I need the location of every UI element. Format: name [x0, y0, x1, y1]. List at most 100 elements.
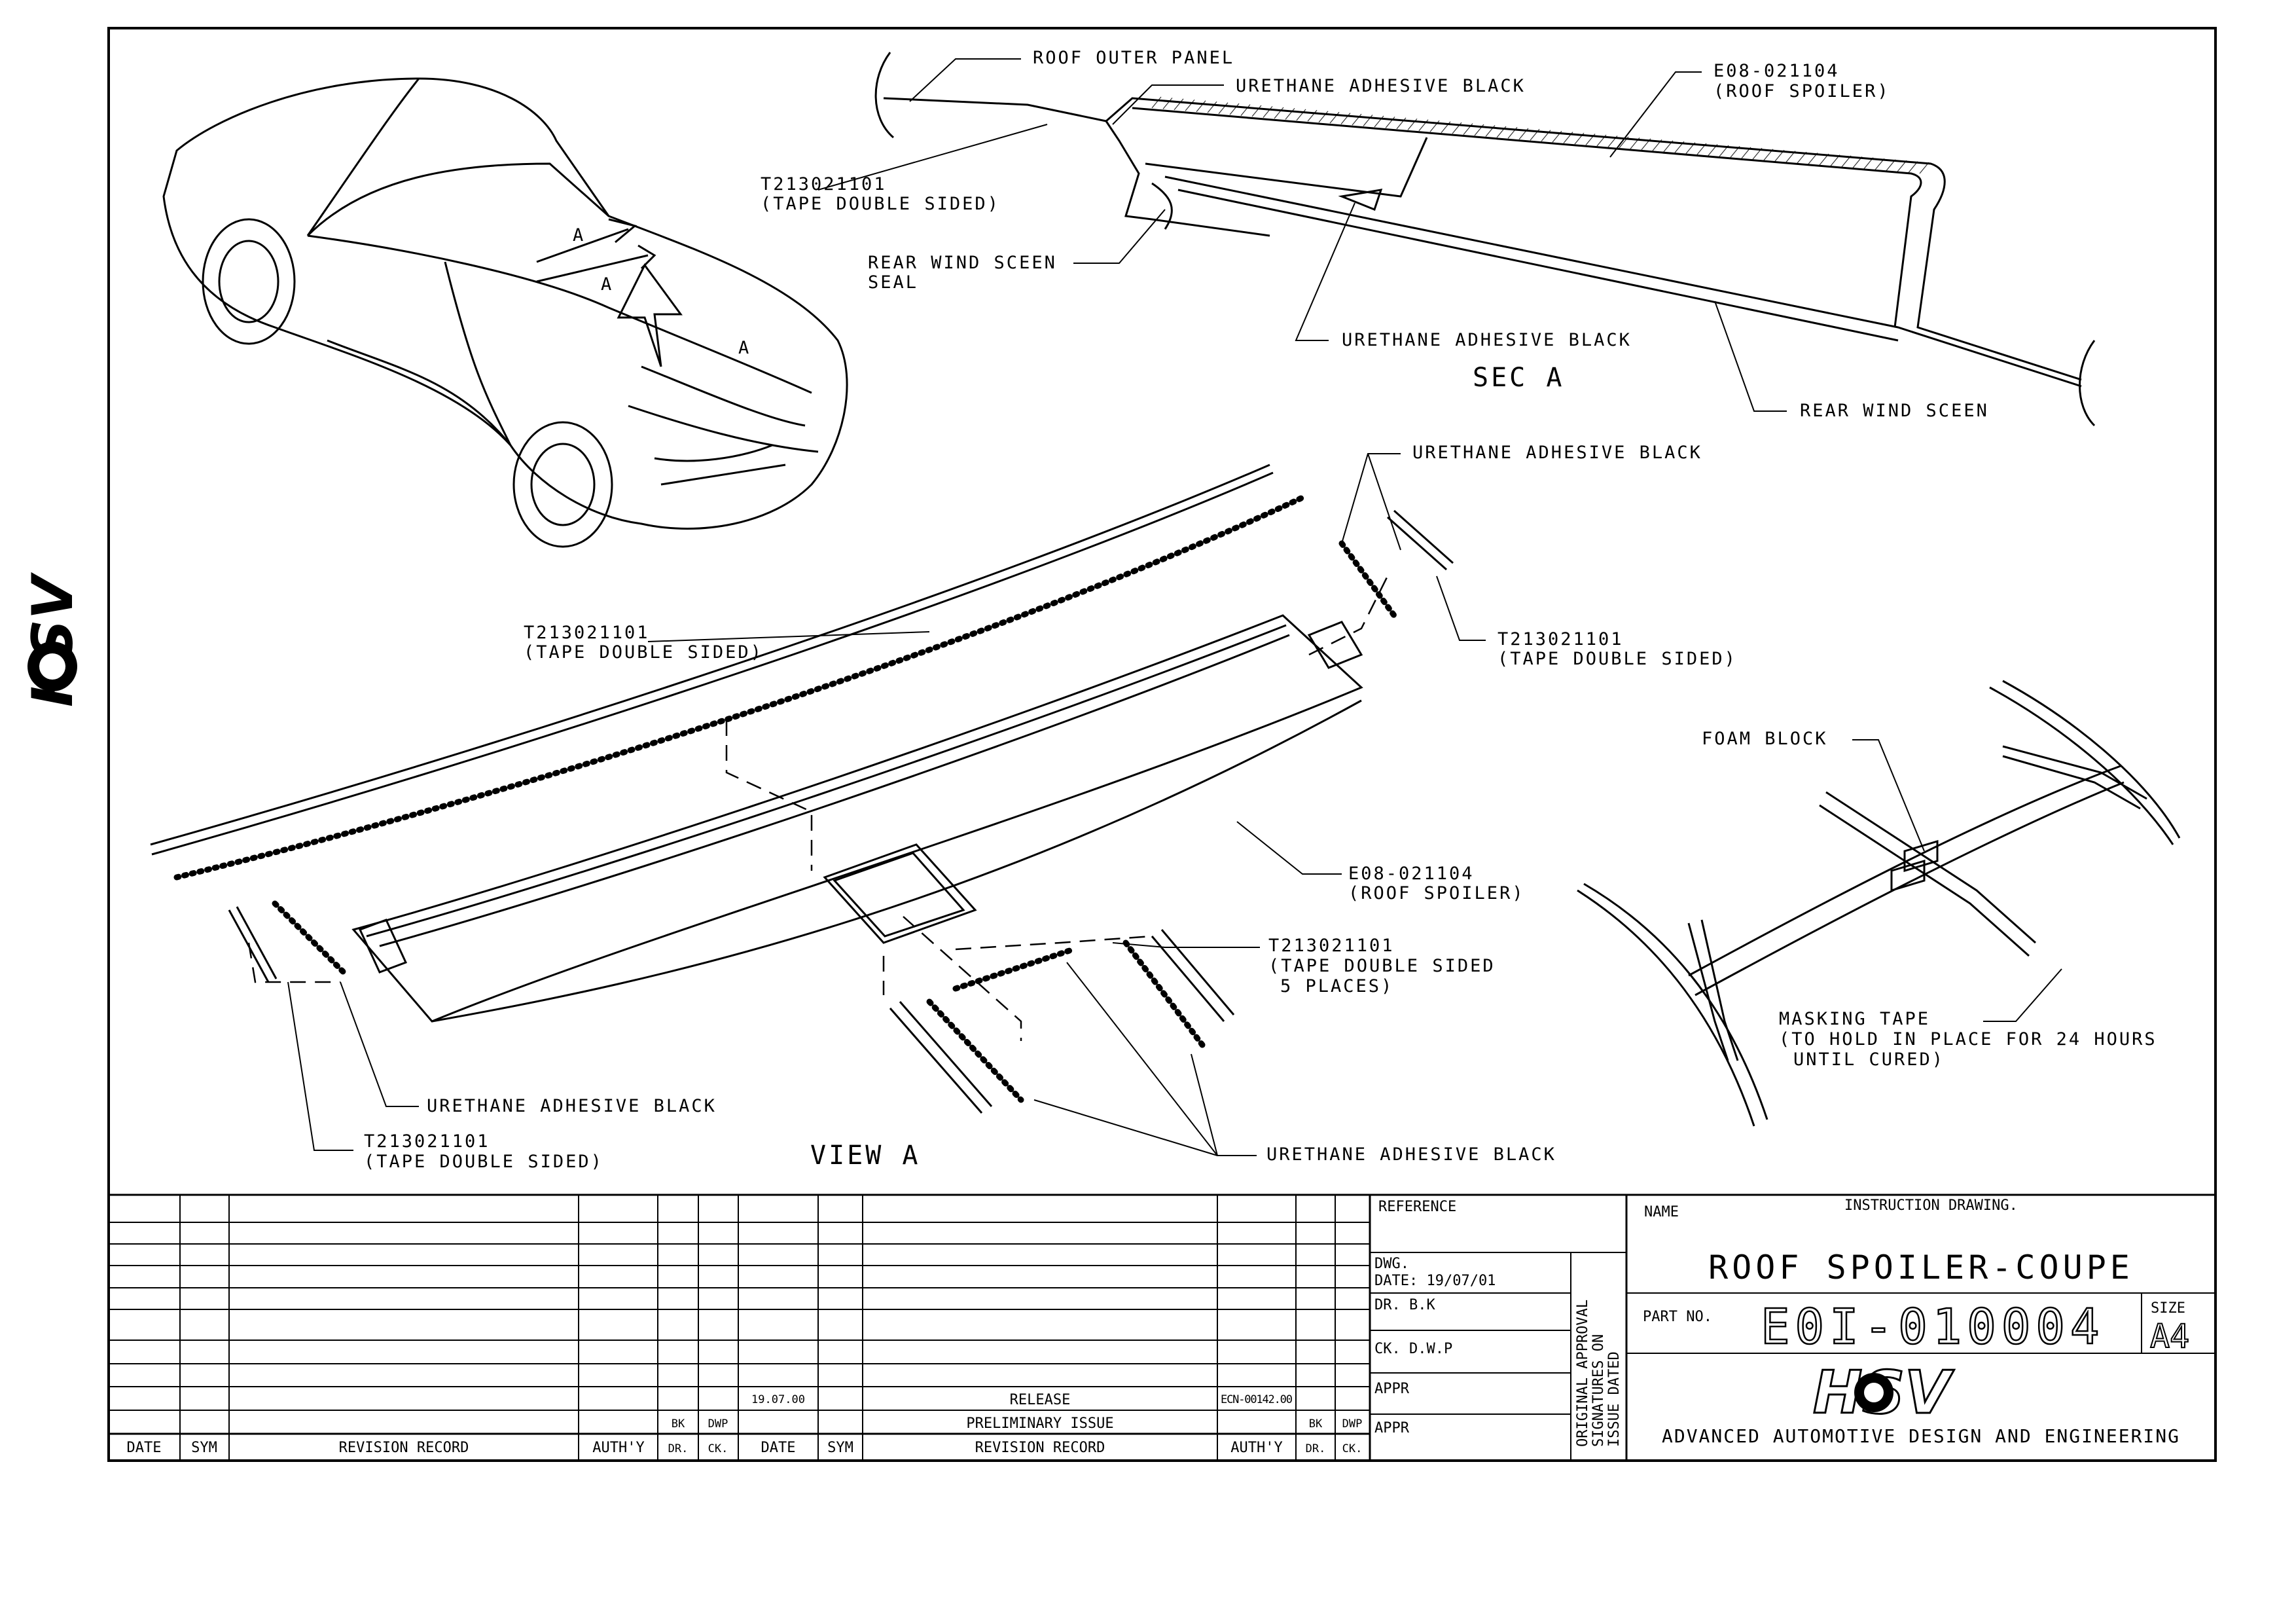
label-view-tape-right-desc: (TAPE DOUBLE SIDED): [1498, 649, 1737, 669]
hatch-line: [1863, 157, 1874, 170]
tb-checked: CK. D.W.P: [1374, 1341, 1452, 1357]
car-isometric-view: [162, 77, 848, 548]
label-seal-line2: SEAL: [868, 272, 918, 293]
hatch-line: [1185, 99, 1195, 111]
hatch-line: [1652, 139, 1662, 151]
label-sec-tape-part: T213021101: [761, 174, 887, 194]
tb-name-label: NAME: [1644, 1204, 1679, 1220]
car-section-label-a: A: [738, 338, 751, 358]
rev-prelim-dr-left: BK: [672, 1417, 685, 1431]
rev-header-dr-right: DR.: [1306, 1442, 1326, 1455]
hatch-line: [1452, 122, 1462, 134]
hatch-line: [1151, 96, 1162, 109]
label-masking-line3: UNTIL CURED): [1793, 1049, 1945, 1070]
hatch-line: [1518, 128, 1529, 140]
hatch-line: [1274, 107, 1284, 119]
hatch-line: [1774, 149, 1785, 162]
hatch-line: [1585, 134, 1596, 145]
hatch-line: [1340, 113, 1351, 125]
hatch-line: [1719, 145, 1729, 157]
hatch-line: [1418, 119, 1429, 132]
label-urethane-top: URETHANE ADHESIVE BLACK: [1236, 76, 1526, 96]
tb-part-no-label: PART NO.: [1643, 1309, 1712, 1325]
tb-drawing-title: ROOF SPOILER-COUPE: [1708, 1249, 2134, 1286]
hatch-line: [1607, 136, 1618, 147]
adhesive-bead-lines: [173, 494, 1397, 1103]
tb-drawn: DR. B.K: [1374, 1297, 1435, 1313]
hatch-line: [1463, 123, 1473, 135]
tb-approval-note-3: ISSUE DATED: [1606, 1351, 1623, 1447]
hatch-line: [1196, 100, 1206, 113]
drawing-border: [107, 27, 2217, 1462]
label-urethane-mid: URETHANE ADHESIVE BLACK: [1342, 330, 1632, 350]
label-sec-spoiler-part: E08-021104: [1713, 61, 1840, 81]
hatch-line: [1630, 137, 1640, 149]
hatch-line: [1741, 147, 1751, 159]
view-a-leaders: [287, 453, 1486, 1156]
rev-header-record-right: REVISION RECORD: [975, 1440, 1105, 1456]
title-block-hsv-logo: HSV: [1812, 1358, 1956, 1429]
hatch-line: [1352, 113, 1362, 126]
view-a-drawing: [150, 464, 1454, 1114]
tb-size: A4: [2150, 1317, 2189, 1355]
rev-header-auth-left: AUTH'Y: [592, 1440, 644, 1456]
hatch-line: [1596, 134, 1607, 147]
hatch-line: [1307, 109, 1318, 122]
hatch-line: [1474, 124, 1484, 136]
car-section-arrows: [536, 218, 683, 367]
label-view-tape-center-part: T213021101: [1268, 936, 1395, 956]
revision-table-grid: [109, 1194, 2215, 1461]
label-roof-outer-panel: ROOF OUTER PANEL: [1033, 48, 1234, 68]
hatch-line: [1285, 108, 1295, 120]
hatch-line: [1897, 160, 1907, 172]
hatch-line: [1441, 121, 1451, 134]
hatch-line: [1919, 162, 1929, 174]
rev-release-date: 19.07.00: [751, 1393, 805, 1406]
rev-header-sym-left: SYM: [191, 1440, 217, 1456]
tb-reference: REFERENCE: [1378, 1199, 1456, 1215]
hatch-line: [1763, 149, 1774, 161]
masking-detail-drawing: [1577, 680, 2181, 1127]
hatch-line: [1296, 109, 1306, 121]
label-view-tape-bottom-desc: (TAPE DOUBLE SIDED): [364, 1152, 603, 1172]
rev-header-date-right: DATE: [761, 1440, 796, 1456]
car-arrow-label-a2: A: [601, 274, 613, 295]
hatch-line: [1318, 111, 1329, 123]
label-view-tape-center-desc2: 5 PLACES): [1280, 976, 1393, 996]
label-view-tape-center-desc1: (TAPE DOUBLE SIDED: [1268, 956, 1496, 976]
rev-header-record-left: REVISION RECORD: [339, 1440, 469, 1456]
hatch-line: [1696, 143, 1707, 155]
hatch-line: [1730, 146, 1740, 158]
rev-header-auth-right: AUTH'Y: [1230, 1440, 1282, 1456]
revision-table-headers: DATE SYM REVISION RECORD AUTH'Y DR. CK. …: [127, 1440, 1363, 1456]
hatch-line: [1263, 106, 1273, 118]
label-rear-wind-screen: REAR WIND SCEEN: [1800, 401, 1989, 421]
hatch-line: [1552, 130, 1562, 143]
hatch-line: [1207, 101, 1217, 113]
hatch-line: [1429, 120, 1440, 132]
view-a-title: VIEW A: [810, 1140, 921, 1171]
hatch-line: [1619, 136, 1629, 149]
car-arrow-label-a: A: [573, 225, 585, 246]
hatch-line: [1752, 147, 1763, 160]
section-a-title: SEC A: [1473, 363, 1564, 393]
hatch-line: [1174, 98, 1184, 111]
tb-approval-note: ORIGINAL APPROVAL SIGNATURES ON ISSUE DA…: [1575, 1300, 1623, 1447]
label-view-urethane-bottom-left: URETHANE ADHESIVE BLACK: [427, 1096, 717, 1116]
hatch-line: [1641, 138, 1651, 151]
rev-release-auth: ECN-00142.00: [1221, 1393, 1293, 1406]
label-view-spoiler-part: E08-021104: [1348, 864, 1475, 884]
rev-header-ck-right: CK.: [1342, 1442, 1363, 1455]
hatch-line: [1852, 156, 1863, 168]
hatch-line: [1908, 161, 1918, 173]
rev-prelim-ck-right: DWP: [1342, 1417, 1363, 1431]
hatch-line: [1541, 130, 1551, 142]
tb-approval-note-2: SIGNATURES ON: [1590, 1334, 1607, 1447]
section-a-drawing: [874, 52, 2096, 427]
hatch-line: [1674, 141, 1685, 153]
hatch-line: [1485, 125, 1496, 137]
section-a-leaders: [817, 58, 1787, 412]
hatch-line: [1841, 155, 1852, 168]
rev-header-ck-left: CK.: [708, 1442, 728, 1455]
